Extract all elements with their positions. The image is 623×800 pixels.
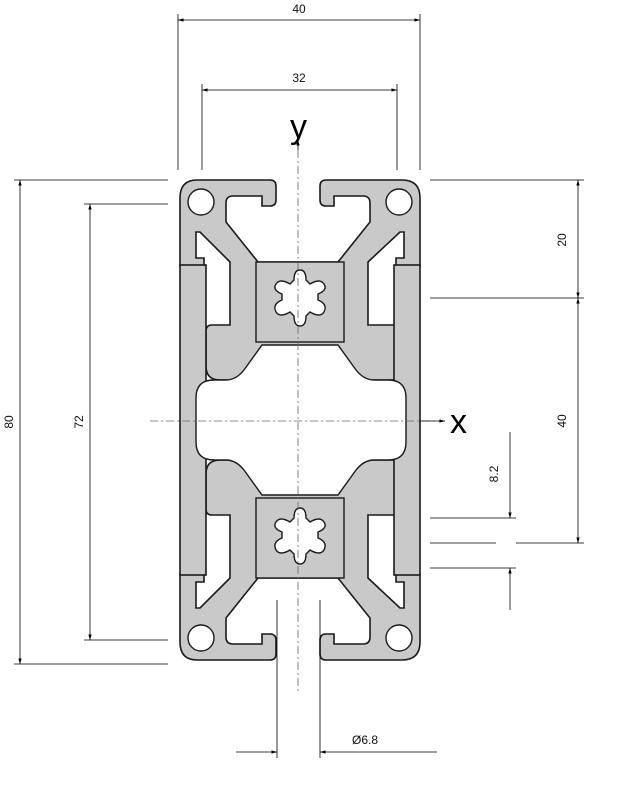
dim-label-overall-width: 40 <box>292 2 306 16</box>
corner-hole-bottom-left <box>187 624 215 652</box>
y-axis-label: y <box>290 108 307 146</box>
dimension-slot-pitch: 32 <box>201 71 398 170</box>
lower-core-bore <box>274 507 326 565</box>
dimension-slot-opening: 8.2 <box>430 432 516 610</box>
x-axis-label: x <box>450 403 467 441</box>
central-chamber <box>195 344 407 496</box>
dim-label-slot-opening: 8.2 <box>487 465 501 482</box>
dimension-core-bore: Ø6.8 <box>236 600 437 758</box>
axes: y x <box>150 108 467 692</box>
dim-label-segment-lower: 40 <box>555 414 569 428</box>
dim-label-inner-height: 72 <box>72 415 86 429</box>
dimension-inner-height: 72 <box>72 203 168 641</box>
dim-label-segment-upper: 20 <box>555 233 569 247</box>
profile-cross-section <box>179 179 421 661</box>
corner-hole-top-left <box>187 188 215 216</box>
dim-label-slot-pitch: 32 <box>292 71 306 85</box>
corner-hole-top-right <box>385 188 413 216</box>
dim-label-core-bore: Ø6.8 <box>352 733 378 747</box>
dimension-overall-width: 40 <box>177 2 421 170</box>
dimension-segments: 20 40 <box>430 179 584 544</box>
corner-hole-bottom-right <box>385 624 413 652</box>
dim-label-overall-height: 80 <box>2 415 16 429</box>
dimension-overall-height: 80 <box>2 179 168 665</box>
upper-core-bore <box>274 269 326 327</box>
